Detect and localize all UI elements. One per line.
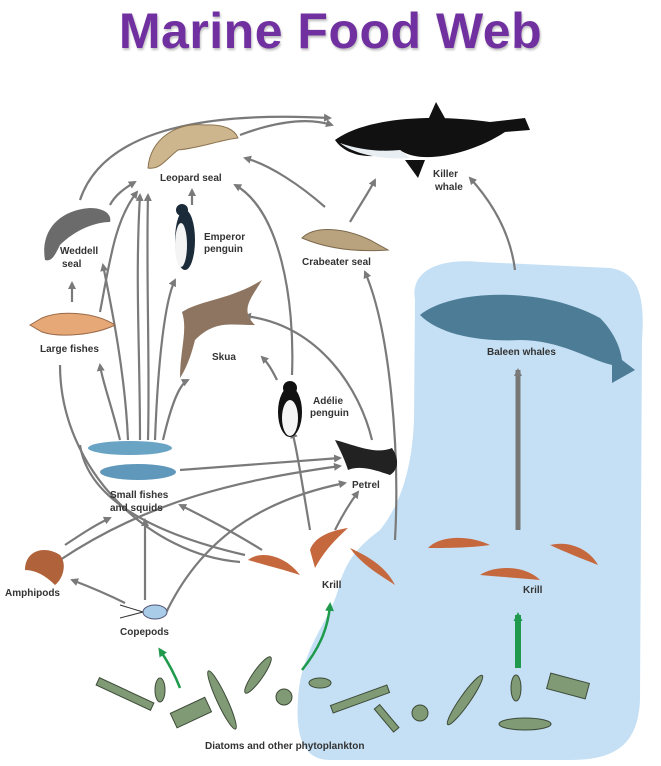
small-fishes-label-1: Small fishes bbox=[110, 490, 169, 501]
large-fishes: Large fishes bbox=[29, 312, 117, 355]
skua: Skua bbox=[180, 280, 262, 378]
feeding-arrows bbox=[58, 113, 522, 616]
phytoplankton bbox=[95, 656, 591, 733]
leopard-seal-label: Leopard seal bbox=[160, 173, 222, 184]
krill-left-label: Krill bbox=[322, 580, 342, 591]
adelie-penguin-label-2: penguin bbox=[310, 408, 349, 419]
petrel: Petrel bbox=[335, 440, 398, 491]
petrel-label: Petrel bbox=[352, 480, 380, 491]
weddell-seal-label-2: seal bbox=[62, 259, 82, 270]
leopard-seal: Leopard seal bbox=[147, 124, 239, 184]
weddell-seal-label-1: Weddell bbox=[60, 246, 98, 257]
killer-whale: Killer whale bbox=[335, 102, 530, 193]
krill-right-label: Krill bbox=[523, 585, 543, 596]
producer-arrows bbox=[158, 602, 523, 689]
emperor-penguin: Emperor penguin bbox=[175, 204, 245, 270]
adelie-penguin: Adélie penguin bbox=[278, 381, 349, 437]
emperor-penguin-label-1: Emperor bbox=[204, 232, 245, 243]
diagram-title: Marine Food Web bbox=[118, 3, 543, 59]
amphipods-label: Amphipods bbox=[5, 588, 60, 599]
weddell-seal: Weddell seal bbox=[44, 208, 111, 270]
crabeater-seal: Crabeater seal bbox=[301, 229, 390, 268]
killer-whale-label-2: whale bbox=[434, 182, 463, 193]
baleen-whales-label: Baleen whales bbox=[487, 347, 556, 358]
adelie-penguin-label-1: Adélie bbox=[313, 396, 343, 407]
baleen-whales: Baleen whales bbox=[420, 294, 635, 383]
copepods-label: Copepods bbox=[120, 627, 169, 638]
krill-group bbox=[248, 528, 598, 585]
large-fishes-label: Large fishes bbox=[40, 344, 99, 355]
killer-whale-label-1: Killer bbox=[433, 169, 458, 180]
small-fishes-and-squids: Small fishes and squids bbox=[88, 441, 176, 514]
copepods: Copepods bbox=[119, 604, 169, 638]
amphipods: Amphipods bbox=[5, 550, 64, 599]
emperor-penguin-label-2: penguin bbox=[204, 244, 243, 255]
small-fishes-label-2: and squids bbox=[110, 503, 163, 514]
phytoplankton-label: Diatoms and other phytoplankton bbox=[205, 741, 364, 752]
skua-label: Skua bbox=[212, 352, 236, 363]
ocean-region bbox=[297, 261, 643, 760]
crabeater-seal-label: Crabeater seal bbox=[302, 257, 371, 268]
